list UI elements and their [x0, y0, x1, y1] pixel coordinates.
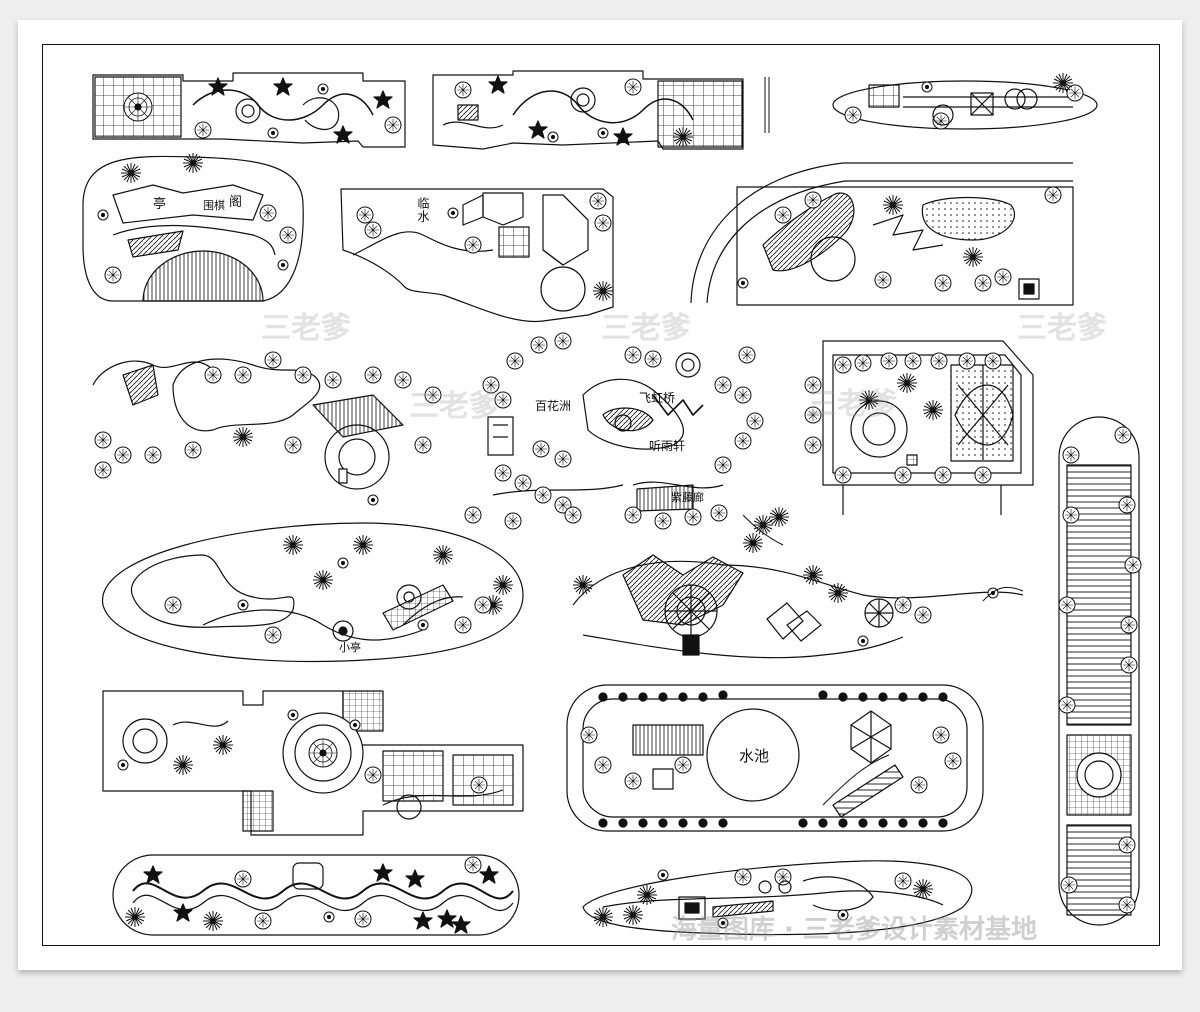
plan-3-oval-garden: [832, 72, 1098, 130]
plan-6-curved-road-garden: [690, 162, 1074, 306]
plan-13-pond-park: [566, 684, 984, 832]
drawing-sheet: 水池 亭 阁 百花洲 飞虹桥 听雨轩 紫藤廊 围棋 临水 小亭 三老爹 三老爹 …: [18, 20, 1182, 970]
label-tingyu-xuan: 听雨轩: [649, 439, 686, 453]
plan-7-lake-garden: [92, 351, 442, 506]
landscape-plans-canvas: [82, 70, 1142, 936]
label-xiao-ting: 小亭: [339, 641, 361, 654]
plan-14-stream-capsule: [112, 854, 520, 936]
plan-9-square-park: [804, 340, 1034, 515]
label-ziteng-lang: 紫藤廊: [671, 491, 704, 504]
plan-4-pavilion-garden: [82, 152, 304, 302]
label-feihong-bridge: 飞虹桥: [639, 391, 676, 405]
plan-10-ellipse-lake-park: [102, 522, 524, 663]
label-pond: 水池: [739, 747, 770, 765]
plan-16-vertical-strip: [1058, 416, 1142, 926]
plan-1-grid-garden: [92, 72, 406, 148]
plan-11-amphitheater-park: [572, 506, 1024, 659]
plan-5-building-garden: [340, 188, 614, 323]
label-pavilion-ting: 亭: [153, 197, 167, 212]
drawing-frame: 水池 亭 阁 百花洲 飞虹桥 听雨轩 紫藤廊 围棋 临水 小亭 三老爹 三老爹 …: [42, 44, 1160, 946]
label-lin-shui: 临水: [416, 197, 430, 223]
plan-2-grid-garden: [432, 70, 770, 150]
label-flower-corridor: 百花洲: [535, 399, 572, 413]
plan-12-grid-plaza: [102, 690, 524, 836]
plan-8-bridge-garden: [464, 332, 764, 530]
label-pavilion-ge: 阁: [229, 195, 243, 210]
label-weiqi: 围棋: [203, 199, 225, 212]
plan-15-promenade: [582, 860, 973, 936]
